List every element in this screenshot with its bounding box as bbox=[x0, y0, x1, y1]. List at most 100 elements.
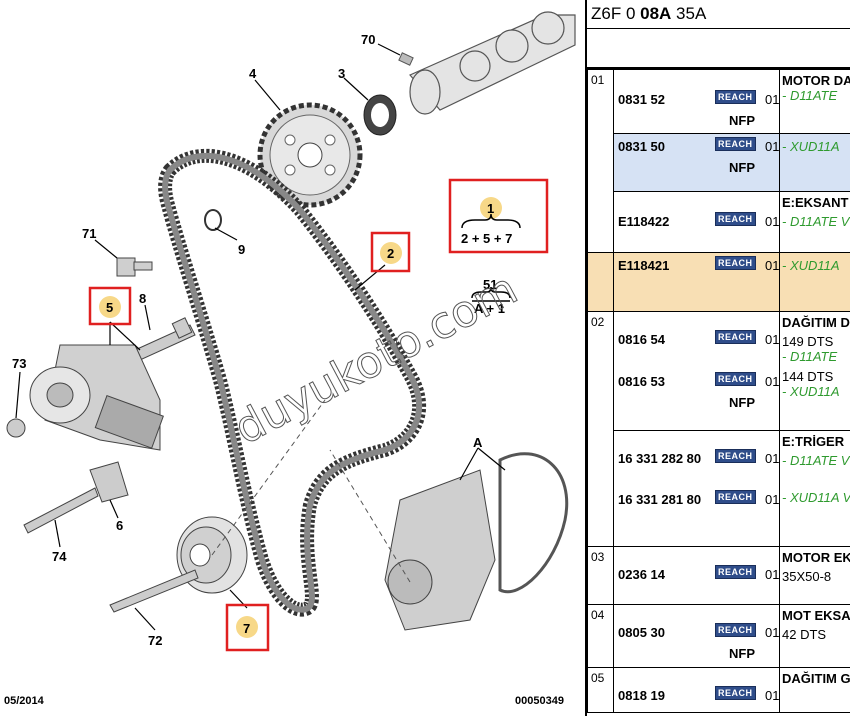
part-qty: 01 bbox=[765, 567, 780, 582]
table-row[interactable]: 04 0805 30 REACH 01 NFP MOT EKSA 42 DTS bbox=[587, 604, 850, 668]
nfp-label: NFP bbox=[729, 646, 755, 661]
part-ref[interactable]: 0816 53 bbox=[618, 374, 665, 389]
reach-badge: REACH bbox=[715, 212, 756, 226]
callout-71: 71 bbox=[82, 226, 96, 241]
nfp-label: NFP bbox=[729, 395, 755, 410]
model-code-header: Z6F 0 08A 35A bbox=[587, 0, 850, 29]
table-row[interactable]: E118421 REACH 01 - XUD11A bbox=[587, 252, 850, 312]
engine-code: - D11ATE V bbox=[782, 453, 850, 468]
engine-code: - XUD11A bbox=[782, 258, 840, 273]
group-number: 03 bbox=[587, 546, 614, 605]
callout-8: 8 bbox=[139, 291, 146, 306]
reach-badge: REACH bbox=[715, 565, 756, 579]
washer-drawing bbox=[204, 209, 222, 231]
group-number: 04 bbox=[587, 604, 614, 668]
callout-5: 5 bbox=[106, 300, 113, 315]
engine-code: - XUD11A V bbox=[782, 490, 850, 505]
part-ref[interactable]: 0831 50 bbox=[618, 139, 665, 154]
engine-code: - XUD11A bbox=[782, 384, 840, 399]
table-row[interactable]: 01 0831 52 REACH 01 NFP MOTOR DA- D11ATE bbox=[587, 69, 850, 253]
highlight-boxes bbox=[88, 178, 549, 652]
engine-code: - D11ATE V bbox=[782, 214, 850, 229]
spec-text: 42 DTS bbox=[782, 627, 827, 642]
brace-icon bbox=[471, 286, 511, 299]
key-part-drawing bbox=[398, 52, 414, 66]
callout-3: 3 bbox=[338, 66, 345, 81]
group-number: 05 bbox=[587, 667, 614, 713]
cam-sprocket-drawing bbox=[257, 102, 363, 208]
part-ref[interactable]: 16 331 282 80 bbox=[618, 451, 702, 466]
part-qty: 01 bbox=[765, 492, 780, 507]
spec-text: 144 DTS bbox=[782, 369, 834, 384]
bolt-71-drawing bbox=[116, 257, 153, 277]
callout-72: 72 bbox=[148, 633, 162, 648]
part-ref[interactable]: 16 331 281 80 bbox=[618, 492, 702, 507]
bracket-drawing bbox=[89, 461, 129, 503]
part-ref[interactable]: 0805 30 bbox=[618, 625, 665, 640]
part-qty: 01 bbox=[765, 332, 780, 347]
callout-4: 4 bbox=[249, 66, 257, 81]
table-row[interactable]: 02 0816 54 REACH 01 0816 53 REACH 01 NFP… bbox=[587, 311, 850, 547]
spec-text: 149 DTS bbox=[782, 334, 834, 349]
group-title: DAĞITIM D bbox=[782, 315, 850, 330]
group-title: E:TRİGER bbox=[782, 434, 845, 449]
tensioner-drawing bbox=[29, 344, 164, 451]
part-qty: 01 bbox=[765, 451, 780, 466]
table-row[interactable]: 05 0818 19 REACH 01 DAĞITIM G bbox=[587, 667, 850, 713]
part-ref[interactable]: E118421 bbox=[618, 258, 670, 273]
parts-table: 01 0831 52 REACH 01 NFP MOTOR DA- D11ATE… bbox=[587, 69, 850, 713]
group-title: MOTOR DA bbox=[782, 73, 850, 88]
callout-a: A bbox=[473, 435, 483, 450]
reach-badge: REACH bbox=[715, 623, 756, 637]
part-ref[interactable]: 0831 52 bbox=[618, 92, 665, 107]
group-title: MOT EKSA bbox=[782, 608, 850, 623]
guide-lines bbox=[211, 399, 411, 583]
part-ref[interactable]: 0818 19 bbox=[618, 688, 665, 703]
table-row[interactable]: E118422 REACH 01 E:EKSANT- D11ATE V bbox=[588, 191, 850, 253]
reach-badge: REACH bbox=[715, 449, 756, 463]
reach-badge: REACH bbox=[715, 372, 756, 386]
nfp-label: NFP bbox=[729, 113, 755, 128]
part-ref[interactable]: 0816 54 bbox=[618, 332, 665, 347]
stud-drawing bbox=[134, 317, 196, 361]
water-pump-drawing bbox=[384, 452, 569, 631]
group-title: E:EKSANT bbox=[782, 195, 849, 210]
leader-lines bbox=[15, 43, 506, 631]
nut-drawing bbox=[6, 418, 26, 438]
exploded-parts-diagram: 70 4 3 1 2 + 5 + 7 71 9 2 51 A + 1 5 8 7… bbox=[6, 11, 576, 652]
group-number: 01 bbox=[587, 69, 614, 253]
reach-badge: REACH bbox=[715, 330, 756, 344]
part-ref[interactable]: E118422 bbox=[618, 214, 670, 229]
spec-text: 35X50-8 bbox=[782, 569, 832, 584]
highlight-badges bbox=[99, 197, 502, 638]
callout-a-plus-1: A + 1 bbox=[474, 301, 505, 316]
diagram-date: 05/2014 bbox=[4, 695, 44, 707]
part-qty: 01 bbox=[765, 258, 780, 273]
reach-badge: REACH bbox=[715, 137, 756, 151]
callout-2: 2 bbox=[387, 246, 394, 261]
part-qty: 01 bbox=[765, 688, 780, 703]
bolt-74-drawing bbox=[23, 487, 99, 534]
callout-6: 6 bbox=[116, 518, 123, 533]
part-qty: 01 bbox=[765, 139, 780, 154]
camshaft-drawing bbox=[409, 11, 576, 115]
reach-badge: REACH bbox=[715, 90, 756, 104]
group-number: 02 bbox=[587, 311, 614, 547]
reach-badge: REACH bbox=[715, 686, 756, 700]
table-row[interactable]: 0831 50 REACH 01 NFP - XUD11A bbox=[587, 133, 850, 192]
bolt-72-drawing bbox=[109, 569, 199, 613]
callout-2-5-7: 2 + 5 + 7 bbox=[461, 231, 512, 246]
brace-icon bbox=[461, 213, 521, 229]
watermark: duyukoto.com bbox=[226, 263, 525, 454]
table-row[interactable]: 16 331 282 80 REACH 01 16 331 281 80 REA… bbox=[588, 430, 850, 547]
callout-51: 51 bbox=[483, 277, 497, 292]
callout-70: 70 bbox=[361, 32, 375, 47]
header-spacer bbox=[587, 29, 850, 69]
engine-code: - D11ATE bbox=[782, 88, 838, 103]
part-qty: 01 bbox=[765, 625, 780, 640]
part-ref[interactable]: 0236 14 bbox=[618, 567, 665, 582]
callout-9: 9 bbox=[238, 242, 245, 257]
engine-code: - XUD11A bbox=[782, 139, 840, 154]
reach-badge: REACH bbox=[715, 256, 756, 270]
